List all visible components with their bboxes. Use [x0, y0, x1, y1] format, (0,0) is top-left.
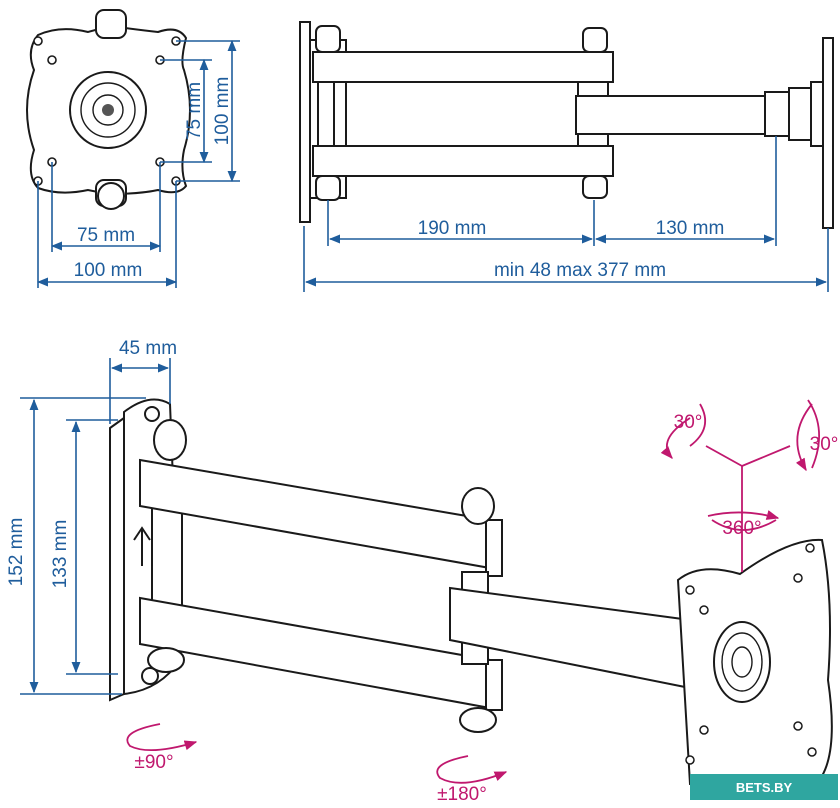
pivot-top-right	[582, 27, 608, 53]
forearm	[575, 95, 777, 135]
tilt-rotation-group: 30° 30° 360°	[660, 399, 839, 572]
dim-100-vertical: 100 mm	[212, 77, 233, 146]
top-bracket	[95, 9, 127, 39]
upper-arm-b	[139, 596, 491, 710]
hub-core	[102, 104, 114, 116]
wall-swivel-label: ±90°	[134, 752, 173, 773]
monitor-plate	[822, 37, 834, 229]
arm-end-top	[485, 519, 503, 577]
wall-hole-top	[144, 406, 160, 422]
front-view: 75 mm 100 mm 75 mm 100 mm	[26, 9, 240, 288]
plate-hub-ring	[721, 632, 763, 692]
wall-plate-perspective	[109, 416, 125, 702]
dim-190: 190 mm	[418, 218, 487, 239]
knob-bottom-right	[459, 707, 497, 733]
dim-75-vertical: 75 mm	[184, 82, 205, 140]
tilt-head	[764, 91, 790, 137]
bottom-hinge	[97, 182, 125, 210]
post-perspective	[151, 495, 183, 615]
dim-45: 45 mm	[119, 338, 177, 359]
hub-ring	[80, 82, 136, 138]
wall-hole-bottom	[141, 667, 159, 685]
dim-75-horizontal: 75 mm	[77, 225, 135, 246]
pivot-top-left	[315, 25, 341, 53]
dim-130: 130 mm	[656, 218, 725, 239]
arm-swivel-label: ±180°	[437, 784, 487, 805]
arm-end-bottom	[485, 659, 503, 711]
arm-swivel-indicator: ±180°	[436, 755, 508, 805]
tilt-joint	[788, 87, 812, 141]
upper-arm-top	[312, 51, 614, 83]
knob-top-right	[461, 487, 495, 525]
pivot-bottom-left	[315, 175, 341, 201]
mount-holes	[33, 36, 181, 186]
plate-holes	[685, 543, 817, 765]
pivot-bottom-right	[582, 175, 608, 199]
dim-100-horizontal: 100 mm	[74, 260, 143, 281]
watermark: BETS.BY	[690, 774, 838, 800]
hub-inner	[92, 94, 124, 126]
up-arrow	[133, 526, 151, 566]
dim-152: 152 mm	[6, 518, 27, 587]
side-view: 190 mm 130 mm min 48 max 377 mm	[299, 21, 834, 292]
tilt-right-label: 30°	[810, 434, 839, 455]
dim-extension: min 48 max 377 mm	[494, 260, 666, 281]
upper-arm-a	[139, 458, 491, 570]
dim-133: 133 mm	[50, 520, 71, 589]
knob-bottom-left	[147, 647, 185, 673]
wall-plate	[299, 21, 311, 223]
watermark-text: BETS.BY	[736, 780, 793, 795]
tilt-left-label: 30°	[674, 412, 703, 433]
vertical-post	[317, 81, 335, 147]
knob-top-left	[153, 419, 187, 461]
rotate-label: 360°	[722, 518, 761, 539]
plate-hub-inner	[731, 646, 753, 678]
head-disc	[810, 81, 824, 147]
upper-arm-bottom	[312, 145, 614, 177]
perspective-view: 45 mm 152 mm 133 mm 30° 30° 360° ±90°	[6, 338, 838, 805]
wall-swivel-indicator: ±90°	[126, 723, 198, 773]
